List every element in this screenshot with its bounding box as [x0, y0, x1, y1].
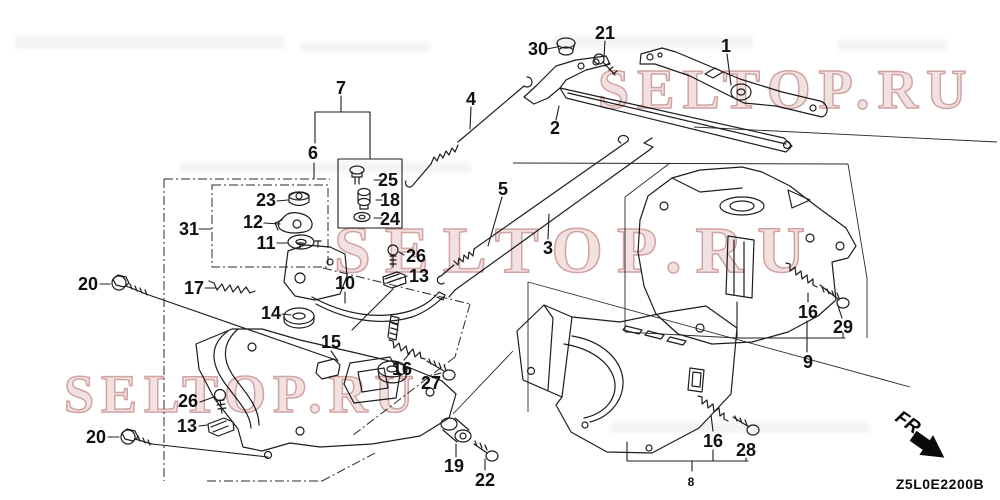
part-17-spring — [208, 280, 256, 294]
collar-group-line — [452, 350, 514, 415]
watermark-text: SELTOP.RU — [334, 214, 819, 287]
part-label-25: 25 — [378, 170, 398, 190]
part-20-bolt-upper — [111, 274, 148, 296]
part-11-washer — [287, 234, 315, 250]
fr-direction-marker: FR. — [891, 407, 945, 458]
detail-18-joint — [357, 187, 371, 210]
part-label-20: 20 — [78, 274, 98, 294]
part-number-labels: 1234567891011121313141516161617181920202… — [78, 23, 853, 490]
part-label-24: 24 — [380, 209, 400, 229]
right-upper-group-box — [512, 162, 868, 339]
part-label-17: 17 — [184, 278, 204, 298]
upper-link-line — [693, 126, 998, 143]
part-23-flange-nut — [288, 191, 310, 207]
part-1-control-lever — [639, 47, 828, 118]
part-label-14: 14 — [261, 303, 281, 323]
bottom-group-box — [207, 451, 378, 482]
part-label-12: 12 — [243, 212, 263, 232]
part-label-18: 18 — [380, 190, 400, 210]
part-15-base-plate — [195, 315, 457, 460]
part-27-bolt — [426, 358, 456, 381]
part-label-23: 23 — [256, 190, 276, 210]
part-label-13: 13 — [409, 266, 429, 286]
part-12-cam-lever — [274, 212, 313, 234]
watermark-text: SELTOP.RU — [598, 59, 975, 121]
group-outline-boxes — [163, 126, 998, 482]
part-2-choke-lever — [523, 55, 793, 153]
part-22-bolt — [473, 440, 499, 462]
part-label-26: 26 — [406, 246, 426, 266]
part-label-11: 11 — [256, 233, 275, 253]
bolt-joint-detail-box — [337, 158, 403, 229]
part-16-spring-right — [785, 262, 818, 288]
part-label-16: 16 — [392, 359, 412, 379]
part-5-rod-with-spring — [436, 134, 629, 285]
part-14-washer — [283, 307, 315, 329]
part-4-rod-with-spring — [404, 76, 533, 188]
fr-arrow-icon — [909, 430, 945, 458]
part-label-8: 8 — [688, 475, 695, 489]
part-21-screw — [593, 53, 618, 76]
scan-artifacts — [15, 36, 948, 433]
part-13-clamp-lower — [207, 417, 235, 437]
part-label-4: 4 — [466, 89, 476, 109]
part-label-1: 1 — [721, 36, 731, 56]
part-label-21: 21 — [595, 23, 615, 43]
part-label-10: 10 — [335, 273, 355, 293]
part-label-27: 27 — [421, 373, 441, 393]
part-16-spring-bottom — [697, 395, 729, 422]
part-label-28: 28 — [736, 440, 756, 460]
part-label-26: 26 — [178, 391, 198, 411]
part-16-spring-mid — [388, 339, 426, 360]
part-28-bolt — [732, 415, 760, 436]
part-label-31: 31 — [179, 219, 199, 239]
part-9-engine-bracket — [637, 166, 857, 345]
part-label-7: 7 — [336, 78, 346, 98]
part-label-6: 6 — [308, 143, 318, 163]
part-label-2: 2 — [550, 118, 560, 138]
part-label-16: 16 — [798, 302, 818, 322]
part-10-governor-arm — [283, 240, 446, 322]
leader-lines — [99, 40, 846, 472]
part-label-9: 9 — [803, 352, 813, 372]
part-13-clamp-upper — [382, 271, 407, 289]
part-26-screw-upper — [387, 244, 399, 268]
part-label-19: 19 — [444, 456, 464, 476]
diagram-code: Z5L0E2200B — [896, 476, 984, 492]
part-20-bolt-lower — [120, 428, 153, 446]
part-label-5: 5 — [498, 179, 508, 199]
right-lower-group-box — [527, 281, 911, 412]
part-label-22: 22 — [475, 470, 495, 490]
part-30-grommet — [556, 37, 576, 56]
part-label-30: 30 — [528, 39, 548, 59]
part-3-rod — [448, 137, 654, 298]
part-29-bolt — [819, 284, 850, 309]
watermark-layer: SELTOP.RU SELTOP.RU SELTOP.RU — [63, 58, 975, 425]
part-19-collar — [440, 417, 472, 443]
watermark-text: SELTOP.RU — [64, 364, 421, 424]
pivot-stack-box — [211, 184, 329, 268]
part-label-16: 16 — [703, 431, 723, 451]
part-label-3: 3 — [543, 238, 553, 258]
detail-24-washer — [353, 211, 371, 223]
part-label-13: 13 — [177, 416, 197, 436]
part-label-15: 15 — [321, 332, 341, 352]
part-label-20: 20 — [86, 427, 106, 447]
part-label-29: 29 — [833, 317, 853, 337]
detail-25-bolt — [349, 165, 365, 185]
